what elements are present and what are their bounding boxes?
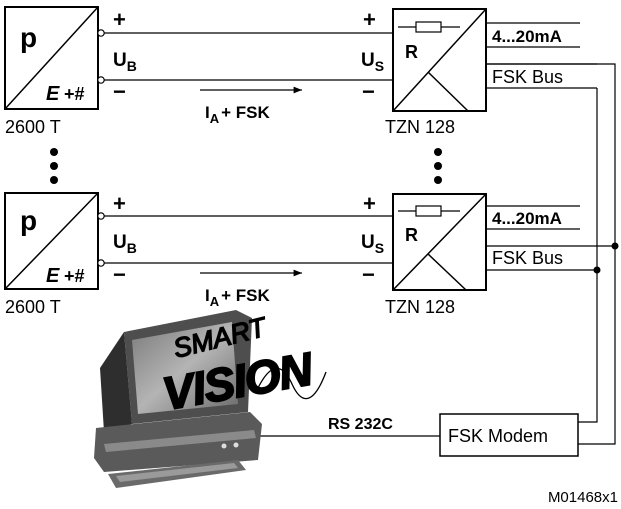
- loop-top-minus-right: −: [362, 79, 375, 104]
- transmitter-top-box: [4, 6, 99, 110]
- tzn-top-label: TZN 128: [385, 117, 455, 137]
- terminal-top-minus: [97, 76, 105, 84]
- continuation-dots-right: [434, 148, 442, 184]
- transmitter-bottom-diagonal: [4, 192, 99, 290]
- loop-bottom-ub: UB: [113, 232, 137, 256]
- dot: [50, 162, 58, 170]
- loop-top: + − UB + − US IA+ FSK: [97, 7, 393, 126]
- tzn-bottom-output: 4...20mA: [492, 209, 562, 228]
- terminal-bottom-minus: [97, 259, 105, 267]
- tzn-top-diagonal: [392, 8, 487, 112]
- transmitter-top-e: E: [46, 83, 60, 105]
- pc-keyboard-keys: [116, 463, 238, 482]
- fsk-modem-label: FSK Modem: [448, 426, 548, 446]
- loop-top-ub: UB: [113, 50, 137, 74]
- terminal-top-plus: [97, 29, 105, 37]
- dot: [50, 148, 58, 156]
- loop-bottom: + − UB + − US IA+ FSK: [97, 191, 393, 309]
- tzn-top-resistor: [415, 21, 442, 33]
- figure-id: M01468x1: [548, 489, 618, 506]
- fsk-bus-trunk: [486, 63, 616, 445]
- pc-disk-led: [233, 442, 239, 448]
- transmitter-bottom-label: 2600 T: [5, 297, 61, 317]
- transmitter-bottom-box: [4, 192, 99, 290]
- loop-top-plus-left: +: [113, 7, 126, 32]
- transmitter-top-diagonal: [4, 6, 99, 110]
- transmitter-top: p E +# 2600 T: [4, 6, 99, 137]
- tzn-bottom: R TZN 128 4...20mA FSK Bus: [385, 193, 619, 317]
- tzn-bottom-r: R: [405, 225, 418, 245]
- tzn-bottom-resistor: [415, 205, 442, 217]
- transmitter-bottom: p E +# 2600 T: [4, 192, 99, 317]
- tzn-top-branch: [427, 71, 469, 112]
- fsk-modem: FSK Modem: [439, 413, 579, 457]
- transmitter-top-p: p: [20, 22, 37, 53]
- transmitter-top-plus-hash: +#: [64, 84, 85, 104]
- bus-trunk-b: [486, 63, 616, 445]
- tzn-top-box: [392, 8, 487, 112]
- pc-monitor-side: [100, 332, 132, 432]
- rs232-link: RS 232C: [232, 416, 440, 437]
- transmitter-bottom-e: E: [46, 265, 60, 287]
- tzn-top: R TZN 128 4...20mA FSK Bus: [385, 8, 597, 137]
- terminal-bottom-plus: [97, 212, 105, 220]
- tzn-bottom-bus: FSK Bus: [492, 248, 563, 268]
- fsk-modem-box: [439, 413, 579, 457]
- pc-illustration: SMART VISION: [94, 310, 327, 488]
- pc-monitor-screen: [132, 322, 238, 414]
- tzn-top-output: 4...20mA: [492, 27, 562, 46]
- dot: [50, 176, 58, 184]
- pc-power-led: [221, 443, 227, 449]
- dot: [434, 162, 442, 170]
- loop-top-current: IA+ FSK: [205, 103, 270, 126]
- transmitter-bottom-p: p: [20, 205, 37, 236]
- tzn-bottom-diagonal: [392, 193, 487, 291]
- loop-bottom-current: IA+ FSK: [205, 286, 270, 309]
- transmitter-top-label: 2600 T: [5, 117, 61, 137]
- tzn-bottom-label: TZN 128: [385, 297, 455, 317]
- tzn-bottom-branch: [427, 253, 467, 291]
- loop-bottom-minus-left: −: [113, 262, 126, 287]
- loop-bottom-us: US: [361, 232, 384, 256]
- loop-top-minus-left: −: [113, 79, 126, 104]
- tzn-bottom-box: [392, 193, 487, 291]
- loop-top-us: US: [361, 50, 384, 74]
- continuation-dots-left: [50, 148, 58, 184]
- tzn-top-r: R: [405, 42, 418, 62]
- loop-bottom-minus-right: −: [362, 262, 375, 287]
- dot: [434, 176, 442, 184]
- loop-bottom-plus-left: +: [113, 191, 126, 216]
- dot: [434, 148, 442, 156]
- transmitter-bottom-plus-hash: +#: [64, 266, 85, 286]
- loop-bottom-plus-right: +: [363, 191, 376, 216]
- rs232-label: RS 232C: [328, 416, 393, 433]
- loop-top-plus-right: +: [363, 7, 376, 32]
- pc-drive-slot: [104, 430, 256, 452]
- tzn-top-bus: FSK Bus: [492, 67, 563, 87]
- pc-logo-wave: [255, 367, 327, 400]
- bus-trunk-a: [578, 88, 598, 423]
